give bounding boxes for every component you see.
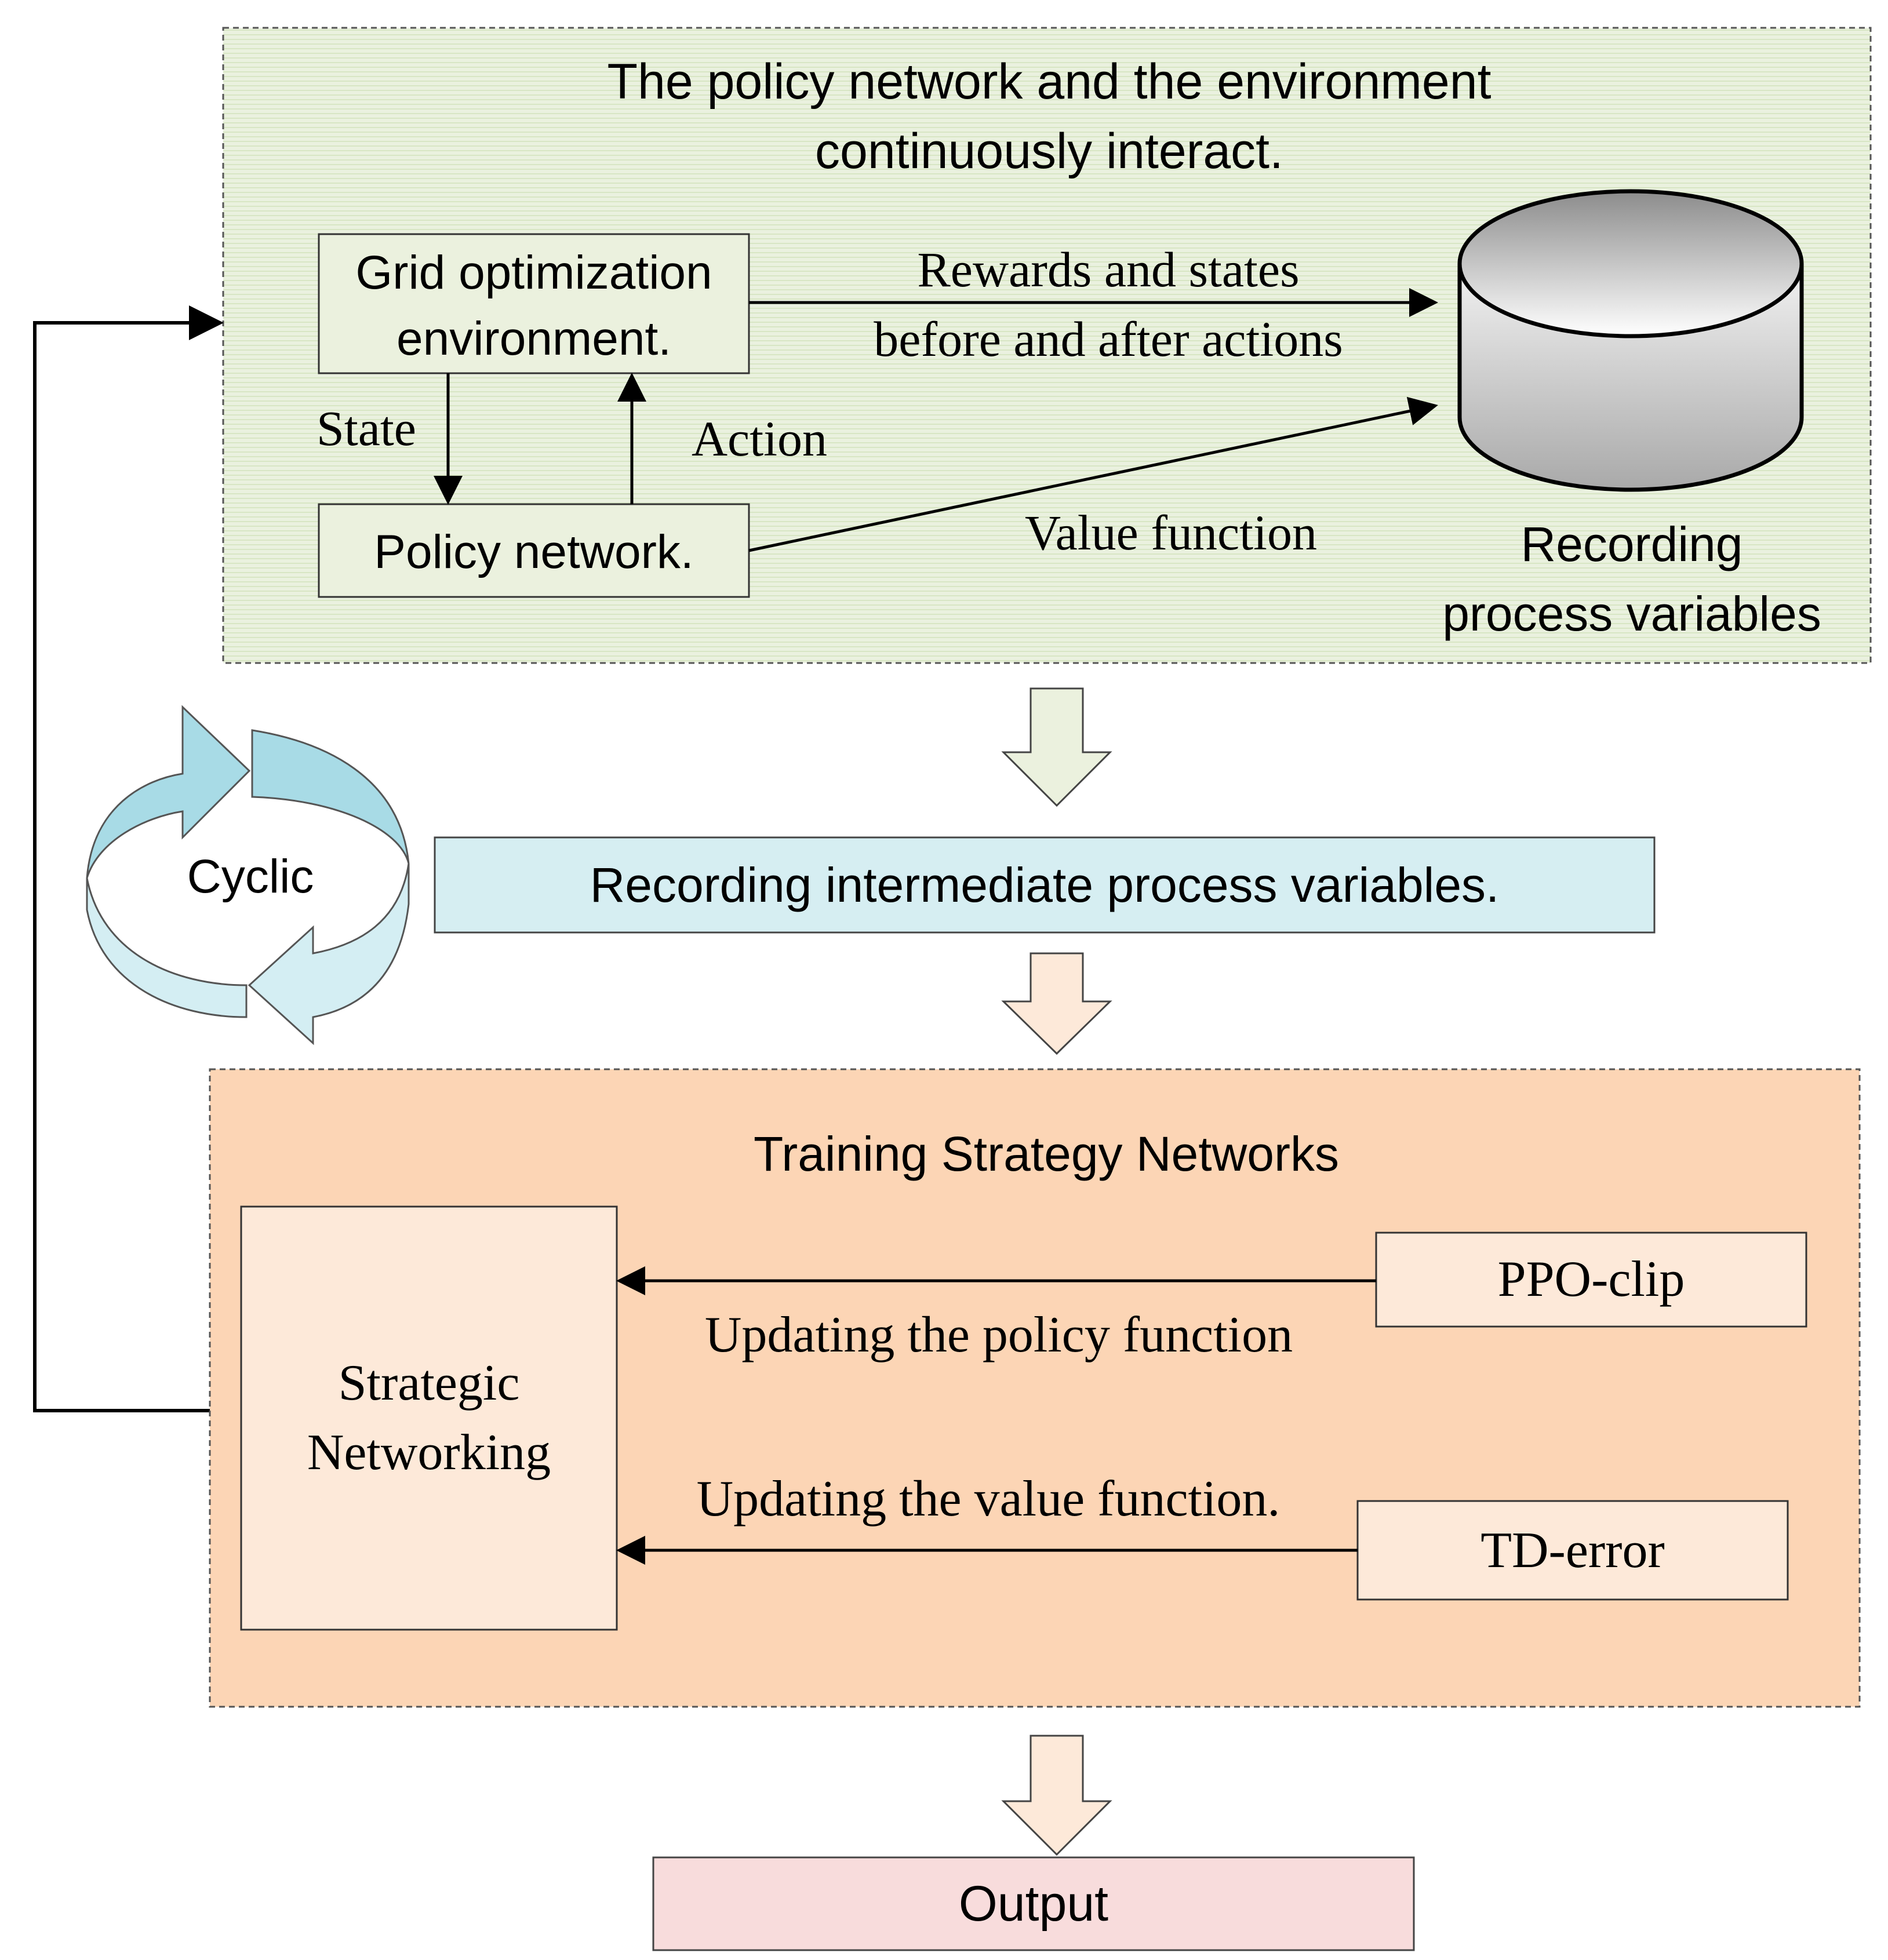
policy-network-label: Policy network. xyxy=(374,526,693,578)
feedback-loop-line xyxy=(33,305,224,1412)
grid-environment-label-line2: environment. xyxy=(396,312,671,365)
grid-environment-label: Grid optimization xyxy=(355,246,712,299)
ppo-clip-box xyxy=(1375,1232,1807,1328)
value-function-label: Value function xyxy=(1025,505,1317,560)
intermediate-variables-label: Recording intermediate process variables… xyxy=(590,858,1500,912)
value-function-arrow xyxy=(748,396,1438,552)
strategic-networking-label: Strategic xyxy=(339,1355,520,1411)
update-policy-label: Updating the policy function xyxy=(705,1307,1293,1363)
down-arrow-3 xyxy=(1001,1735,1112,1856)
update-value-label: Updating the value function. xyxy=(697,1471,1281,1527)
cyclic-label: Cyclic xyxy=(187,850,314,903)
td-error-label: TD-error xyxy=(1480,1522,1665,1579)
recording-label: Recording xyxy=(1521,517,1743,571)
policy-network-box xyxy=(318,503,750,598)
intermediate-variables-box xyxy=(434,836,1656,934)
ppo-clip-label: PPO-clip xyxy=(1498,1251,1685,1307)
strategic-networking-box xyxy=(240,1205,618,1631)
rewards-label: Rewards and states xyxy=(917,242,1299,297)
database-icon xyxy=(1457,189,1804,492)
training-panel-title: Training Strategy Networks xyxy=(754,1127,1339,1181)
cyclic-icon xyxy=(86,705,410,1045)
down-arrow-1 xyxy=(1001,687,1112,807)
output-box xyxy=(652,1856,1415,1951)
strategic-networking-label-line2: Networking xyxy=(307,1425,551,1481)
grid-environment-box xyxy=(318,233,750,374)
rewards-label-line2: before and after actions xyxy=(874,311,1343,367)
interaction-panel-title: The policy network and the environment xyxy=(607,54,1492,110)
recording-label-line2: process variables xyxy=(1442,586,1821,641)
interaction-panel-title-line2: continuously interact. xyxy=(815,123,1283,179)
down-arrow-2 xyxy=(1001,952,1112,1055)
state-label: State xyxy=(317,400,416,456)
td-error-box xyxy=(1356,1500,1789,1601)
output-label: Output xyxy=(959,1876,1108,1932)
action-label: Action xyxy=(692,411,827,467)
